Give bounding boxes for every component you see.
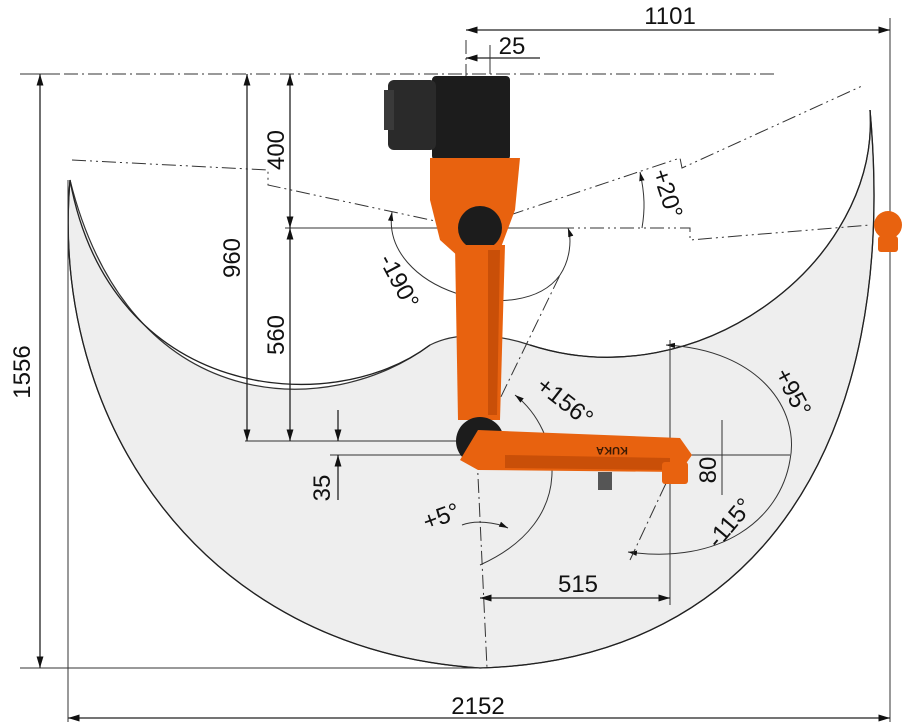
robot-joint-a2 [458,206,502,250]
ref-line-left-upper [71,159,441,223]
dim-960: 960 [219,238,246,278]
arc-a2-small [461,521,509,529]
tool-point-marker [874,211,902,252]
robot-motor-side [388,80,436,150]
robot-flange [598,472,612,490]
dim-1556: 1556 [9,345,36,398]
dim-25: 25 [499,33,526,60]
angle-plus-20: +20° [647,166,688,222]
dim-560: 560 [263,315,290,355]
robot-forearm-shade [505,455,670,470]
dim-2152: 2152 [451,693,504,720]
robot-brand-label: KUKA [596,444,628,456]
dim-80: 80 [695,457,722,484]
robot-base [432,76,510,160]
arc-a2 [479,394,553,566]
inner-boundary-right [529,109,871,358]
inner-boundary-left [69,179,431,386]
dim-515: 515 [558,571,598,598]
robot-upper-arm-shade [488,250,500,415]
ref-line-right-lower [560,224,871,241]
dim-400: 400 [263,130,290,170]
ref-line-right-upper [509,85,863,216]
vertical-axis-lower [476,454,488,669]
robot-wrist [662,462,688,484]
robot-motor-cap [384,90,394,130]
arc-a1 [387,211,574,301]
arc-a1-plus20 [639,171,645,229]
dim-35: 35 [309,475,336,502]
robot-arm: KUKA [384,76,692,490]
dim-1101: 1101 [644,3,696,30]
arc-a3 [627,342,792,556]
angle-minus-190: -190° [373,250,424,314]
